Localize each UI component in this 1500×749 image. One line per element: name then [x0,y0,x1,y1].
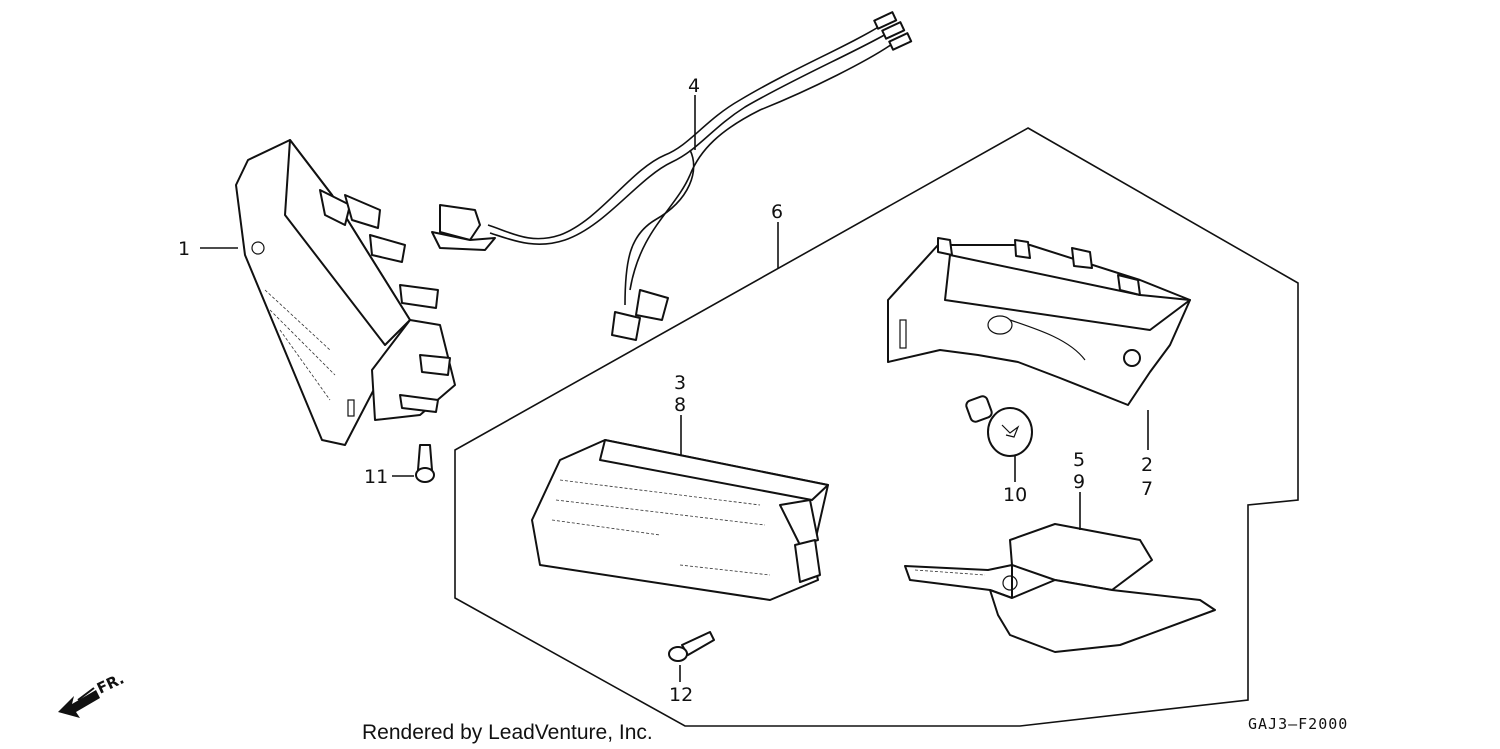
diagram-code: GAJ3–F2000 [1248,715,1348,733]
callout-5[interactable]: 5 [1073,449,1085,471]
callout-9[interactable]: 9 [1073,471,1085,493]
footer-credit: Rendered by LeadVenture, Inc. [362,721,653,744]
front-direction-label: FR. [94,670,127,698]
part-4-wire-harness[interactable] [431,11,913,341]
assembly-6-boundary [454,127,1299,727]
part-3-lens[interactable] [531,439,829,601]
callout-2[interactable]: 2 [1141,454,1153,476]
callout-3[interactable]: 3 [674,372,686,394]
callout-1[interactable]: 1 [178,238,190,260]
callout-4[interactable]: 4 [688,75,700,97]
callout-10[interactable]: 10 [1003,484,1027,506]
part-10-bulb[interactable] [965,395,1033,457]
part-5-cover[interactable] [904,523,1216,653]
callout-8[interactable]: 8 [674,394,686,416]
front-direction-indicator: FR. [58,670,127,718]
callout-7[interactable]: 7 [1141,478,1153,500]
callout-12[interactable]: 12 [669,684,693,706]
part-12-screw[interactable] [668,631,715,662]
callout-6[interactable]: 6 [771,201,783,223]
callout-11[interactable]: 11 [364,466,388,488]
part-1-lamp-housing[interactable] [235,139,456,446]
part-11-screw[interactable] [415,444,435,483]
part-2-bracket[interactable] [887,237,1191,406]
front-direction-arrow-icon [58,687,100,718]
